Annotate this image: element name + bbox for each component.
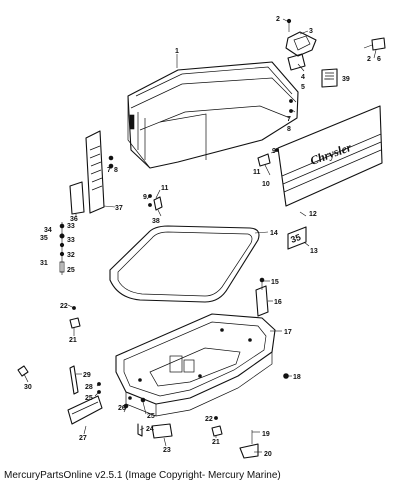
callout-7-left: 7 [107,167,111,174]
callout-8-left: 8 [114,167,118,174]
callout-12: 12 [309,211,317,218]
callout-26: 26 [118,405,126,412]
cowl-seal [109,225,260,303]
callout-23: 23 [163,447,171,454]
latch-bracket [255,277,269,317]
latch-assembly [285,18,386,88]
hp-decal: 35 [287,226,307,250]
callout-13: 13 [310,248,318,255]
callout-numbers: 1 2 3 4 5 39 2 6 7 8 9 11 10 12 13 14 7 … [24,16,381,458]
callout-2: 2 [276,16,280,23]
bottom-cowl [115,313,276,417]
callout-19: 19 [262,431,270,438]
callout-11-upper: 11 [253,169,261,176]
callout-7-upper: 7 [287,116,291,123]
callout-5: 5 [301,84,305,91]
callout-25-lower: 25 [147,413,155,420]
lower-left-hardware [17,365,146,425]
callout-32: 32 [67,252,75,259]
air-intake-vent [85,130,105,214]
callout-24: 24 [146,426,154,433]
callout-36: 36 [70,216,78,223]
callout-6: 6 [377,56,381,63]
callout-11-center: 11 [161,185,169,192]
callout-2-right: 2 [367,56,371,63]
callout-25-middle: 25 [85,395,93,402]
callout-35: 35 [40,235,48,242]
callout-15: 15 [271,279,279,286]
callout-14: 14 [270,230,278,237]
callout-3: 3 [309,28,313,35]
callout-8-upper: 8 [287,126,291,133]
callout-16: 16 [274,299,282,306]
lower-center-parts [137,423,173,439]
callout-10: 10 [262,181,270,188]
side-decal: Chrysler [277,105,383,207]
hp-decal-text: 35 [289,232,302,245]
callout-30: 30 [24,384,32,391]
callout-21-lower: 21 [212,439,220,446]
callout-38: 38 [152,218,160,225]
top-cowl [127,61,299,169]
callout-33-lower: 33 [67,237,75,244]
callout-18: 18 [293,374,301,381]
callout-17: 17 [284,329,292,336]
callout-34: 34 [44,227,52,234]
callout-21-upper: 21 [69,337,77,344]
leader-lines [23,18,377,453]
callout-28: 28 [85,384,93,391]
callout-39: 39 [342,76,350,83]
callout-27: 27 [79,435,87,442]
small-bracket-upper [69,306,81,329]
small-bracket-lower [211,416,223,437]
callout-1: 1 [175,48,179,55]
image-copyright-footer: MercuryPartsOnline v2.5.1 (Image Copyrig… [4,470,281,481]
trim-plate [69,181,85,215]
callout-37: 37 [115,205,123,212]
callout-22-upper: 22 [60,303,68,310]
callout-33-upper: 33 [67,223,75,230]
callout-20: 20 [264,451,272,458]
callout-29: 29 [83,372,91,379]
callout-9-center: 9 [143,194,147,201]
callout-31: 31 [40,260,48,267]
callout-25-upper: 25 [67,267,75,274]
lower-right-parts [239,430,259,459]
callout-4: 4 [301,74,305,81]
callout-9-upper: 9 [272,148,276,155]
callout-22-lower: 22 [205,416,213,423]
grommet [283,373,289,379]
hinge-fasteners [59,222,65,275]
